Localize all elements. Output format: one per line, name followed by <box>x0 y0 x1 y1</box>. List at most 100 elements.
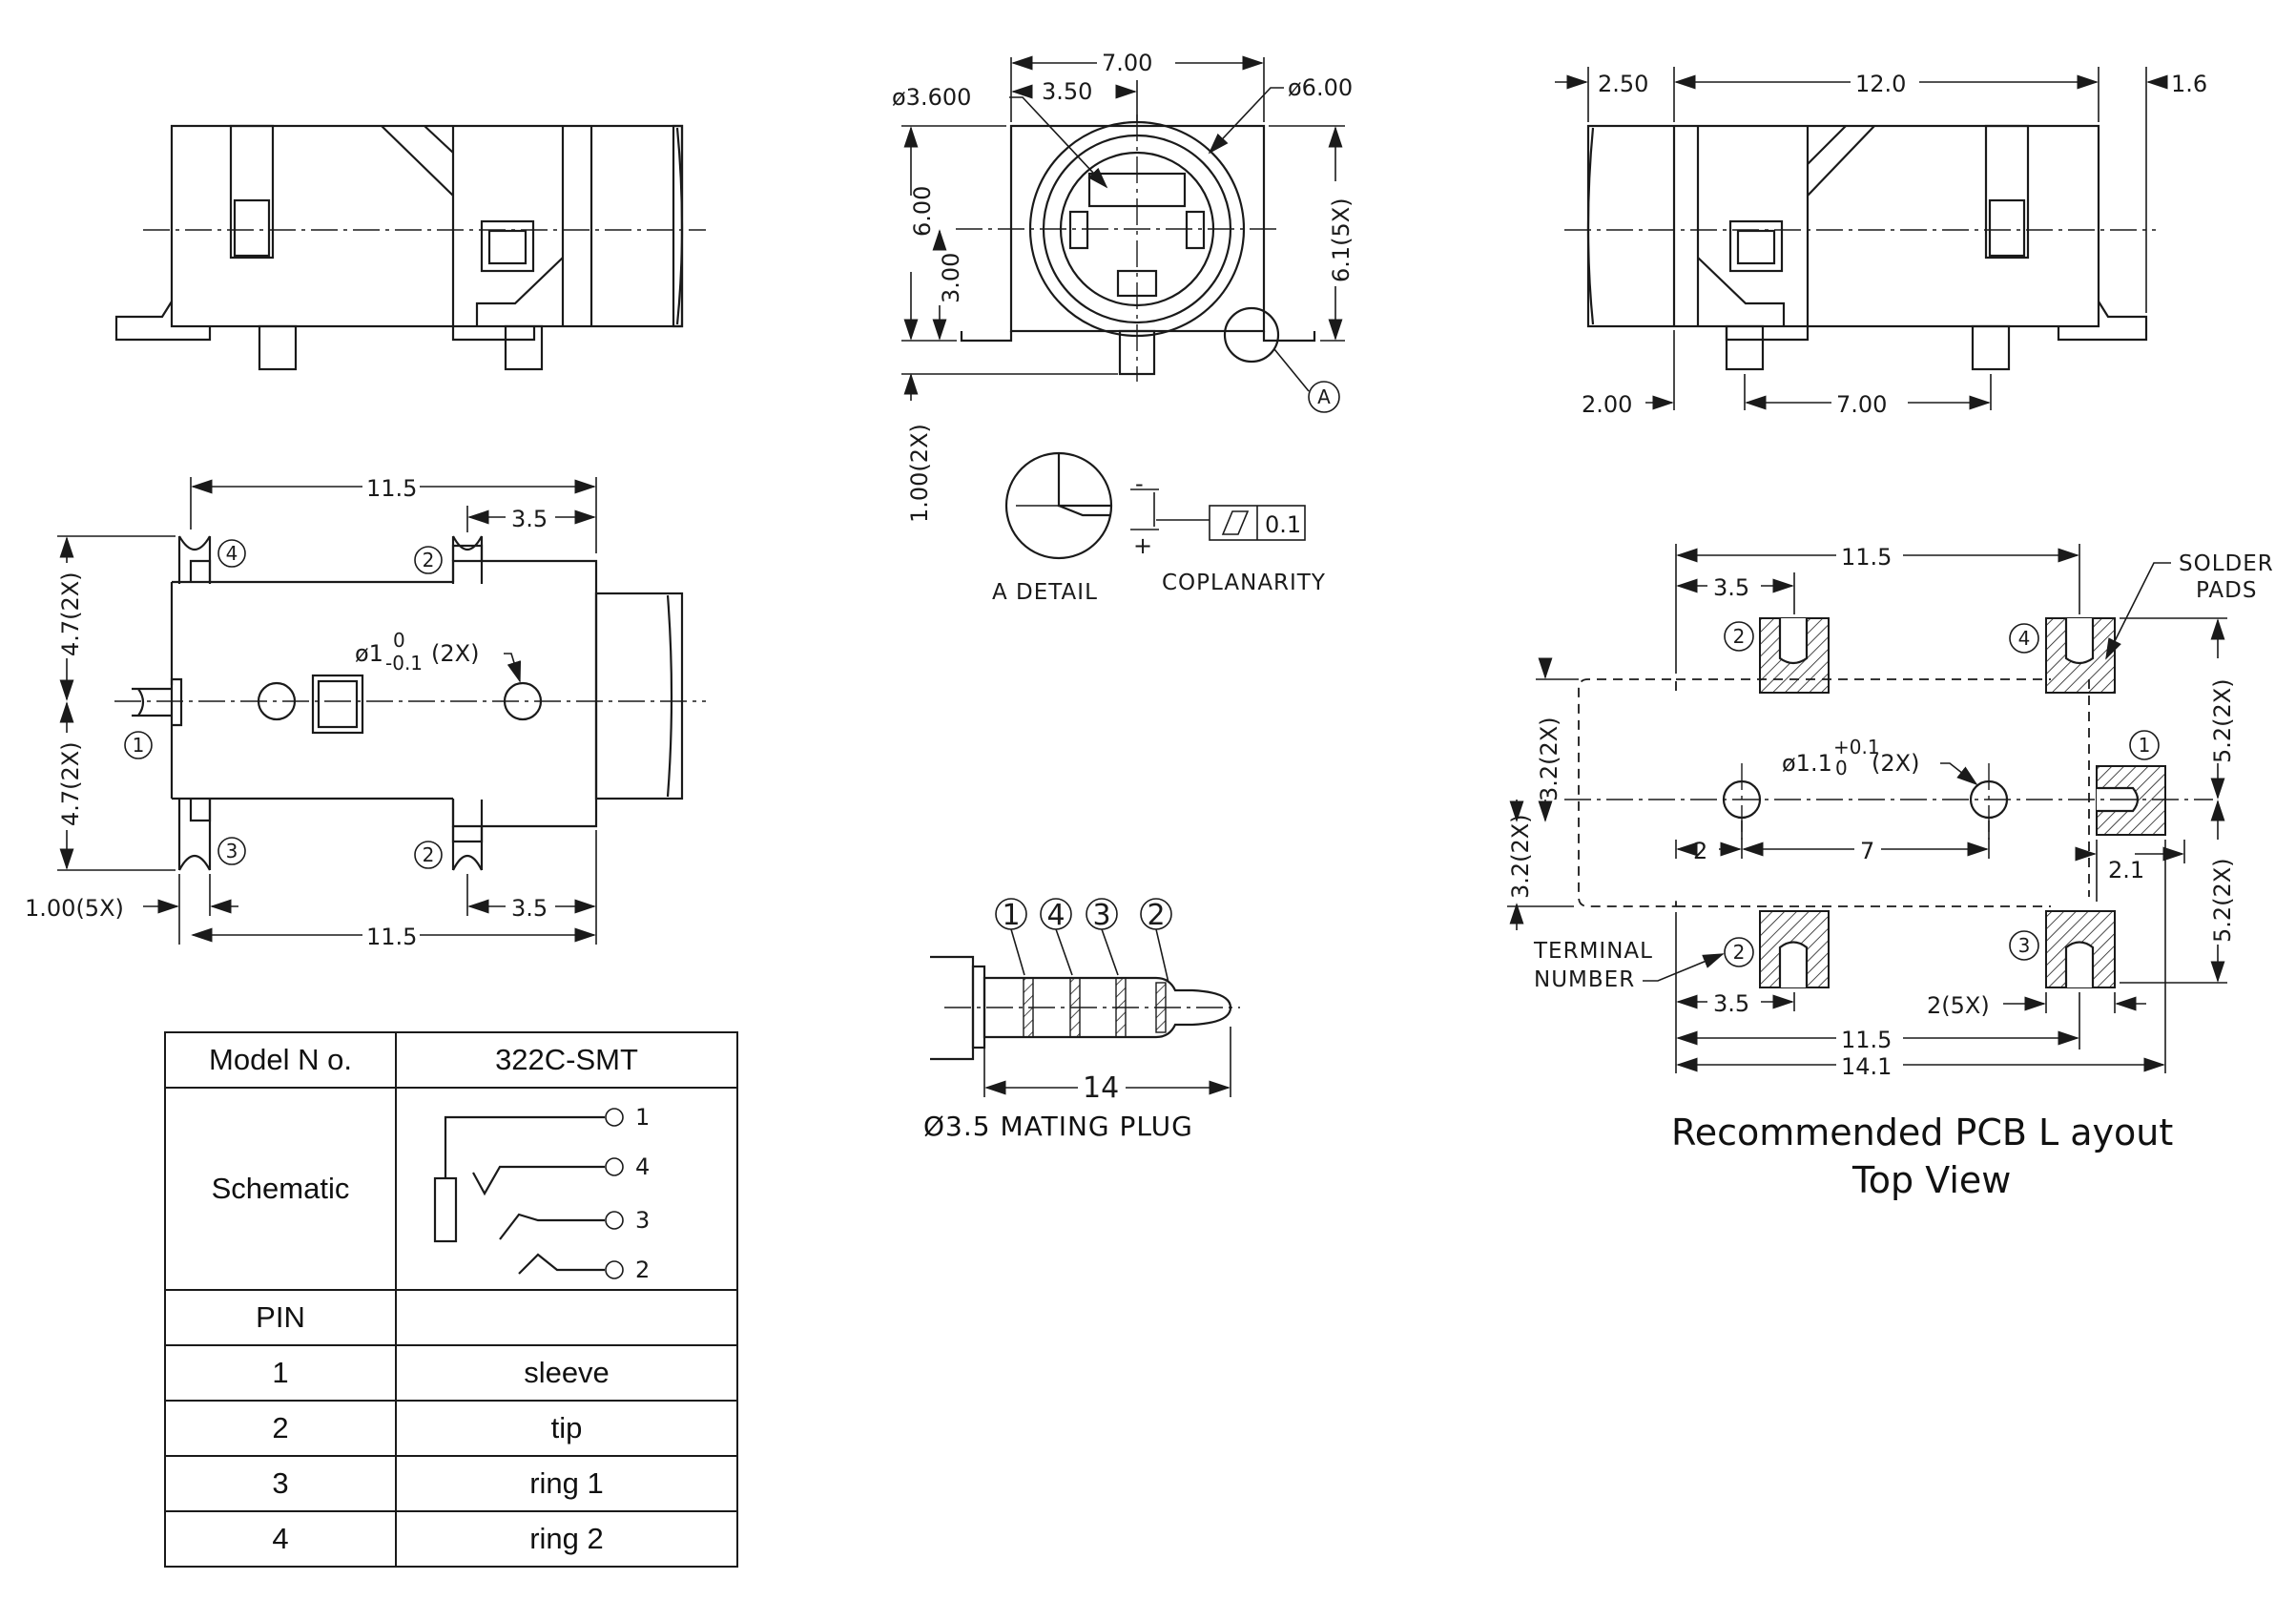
schematic-diagram: 1 4 3 2 <box>397 1089 736 1289</box>
front-view: A 7.00 3.50 ø3.600 ø6.00 6.00 3.00 1.00(… <box>892 50 1355 523</box>
pcb-dim-pad-offset: 3.5 <box>1713 574 1749 601</box>
dim-height: 6.00 <box>909 186 936 237</box>
pcb-hole-count: (2X) <box>1872 750 1919 777</box>
dim-length-r: 12.0 <box>1855 71 1906 97</box>
pcb-solder-label-1: SOLDER <box>2179 551 2274 576</box>
bv-pin-3: 3 <box>226 840 238 862</box>
plug-pin-1: 1 <box>1002 899 1020 932</box>
pcb-subcaption: Top View <box>1851 1159 2011 1201</box>
dim-front: 2.50 <box>1598 71 1648 97</box>
pcb-pad-3: 3 <box>2018 934 2031 957</box>
schematic-cell: 1 4 3 2 <box>395 1087 738 1291</box>
dim-width: 7.00 <box>1102 50 1152 76</box>
pin-number: 2 <box>164 1400 397 1457</box>
bv-dim-half-bottom: 4.7(2X) <box>57 741 84 826</box>
bv-pin-2-top: 2 <box>423 549 435 571</box>
schem-pin-3: 3 <box>635 1207 650 1234</box>
pcb-solder-label-2: PADS <box>2196 578 2257 603</box>
table-row: 1 sleeve <box>164 1344 738 1402</box>
bv-dim-half-top: 4.7(2X) <box>57 571 84 656</box>
pcb-hole-tol-upper: +0.1 <box>1833 736 1880 758</box>
side-view-left <box>114 124 706 371</box>
detail-a: A DETAIL - + 0.1 COPLANARITY <box>992 451 1326 605</box>
pcb-hole-note: ø1.1 <box>1782 750 1832 777</box>
pin-number: 3 <box>164 1455 397 1512</box>
bv-hole-tol-lower: -0.1 <box>385 652 423 675</box>
bv-dim-pin-top: 3.5 <box>511 506 548 532</box>
bv-pin-1: 1 <box>133 734 145 757</box>
plug-dim-length: 14 <box>1083 1071 1119 1105</box>
schem-pin-4: 4 <box>635 1153 650 1180</box>
pin-name: ring 1 <box>395 1455 738 1512</box>
detail-ref-label: A <box>1317 385 1331 408</box>
pcb-pad-4: 4 <box>2018 627 2031 650</box>
pcb-dim-hole-pitch: 7 <box>1860 838 1874 864</box>
dim-pin-pitch: 7.00 <box>1836 391 1887 418</box>
pcb-layout: 2 4 1 2 3 11.5 3.5 SOLDER PADS ø1.1 +0.1… <box>1507 544 2274 1201</box>
bv-dim-length-bottom: 11.5 <box>366 924 417 950</box>
bottom-view: 4 2 1 3 2 11.5 3.5 4.7(2X) 4.7(2X) ø1 0 … <box>25 475 706 950</box>
model-label: Model N o. <box>164 1031 397 1089</box>
pcb-pad-1: 1 <box>2139 734 2151 757</box>
bv-hole-count: (2X) <box>431 640 479 667</box>
pin-name: tip <box>395 1400 738 1457</box>
pcb-hole-tol-lower: 0 <box>1835 757 1848 779</box>
pin-number: 4 <box>164 1510 397 1568</box>
bv-pin-2-bottom: 2 <box>423 843 435 866</box>
pcb-dim-length-bottom: 11.5 <box>1841 1027 1892 1053</box>
bv-hole-tol-upper: 0 <box>393 629 405 652</box>
pcb-pad-2-top: 2 <box>1733 625 1746 648</box>
table-row: 2 tip <box>164 1400 738 1457</box>
dim-pins: 6.1(5X) <box>1328 197 1355 282</box>
dim-tab: 1.6 <box>2171 71 2207 97</box>
dim-outer-dia: ø6.00 <box>1288 74 1353 101</box>
pcb-terminal-label-2: NUMBER <box>1534 967 1635 992</box>
plug-caption: Ø3.5 MATING PLUG <box>923 1111 1193 1142</box>
coplanarity-label: COPLANARITY <box>1162 571 1326 595</box>
plug-pin-2: 2 <box>1147 899 1165 932</box>
pcb-caption: Recommended PCB L ayout <box>1671 1112 2173 1153</box>
bv-dim-length-top: 11.5 <box>366 475 417 502</box>
plug-pin-3: 3 <box>1092 899 1110 932</box>
pcb-dim-total: 14.1 <box>1841 1053 1892 1080</box>
table-row: PIN <box>164 1289 738 1346</box>
pcb-dim-half-right-top: 5.2(2X) <box>2209 678 2236 763</box>
bv-pin-4: 4 <box>226 542 238 565</box>
model-table: Model N o. 322C-SMT Schematic 1 4 3 <box>164 1031 738 1568</box>
schematic-label: Schematic <box>164 1087 397 1291</box>
coplanarity-tolerance: 0.1 <box>1265 511 1301 538</box>
dim-pin-offset: 2.00 <box>1582 391 1632 418</box>
table-row: Schematic 1 4 3 2 <box>164 1087 738 1291</box>
dim-offset: 1.00(2X) <box>906 424 933 523</box>
dim-center: 3.00 <box>938 253 964 303</box>
detail-minus: - <box>1135 470 1144 497</box>
bv-dim-pin-width: 1.00(5X) <box>25 895 124 922</box>
bv-dim-pin-bottom: 3.5 <box>511 895 548 922</box>
pin-name: ring 2 <box>395 1510 738 1568</box>
table-row: 3 ring 1 <box>164 1455 738 1512</box>
detail-label: A DETAIL <box>992 580 1098 605</box>
dim-inner-dia: ø3.600 <box>892 84 971 111</box>
schem-pin-1: 1 <box>635 1104 650 1131</box>
pcb-dim-hole-left: 2 <box>1693 838 1707 864</box>
pcb-dim-length: 11.5 <box>1841 544 1892 571</box>
pcb-terminal-label-1: TERMINAL <box>1533 939 1653 964</box>
pin-name: sleeve <box>395 1344 738 1402</box>
pcb-dim-pad-bottom: 3.5 <box>1713 990 1749 1017</box>
bv-hole-note: ø1 <box>355 640 383 667</box>
plug-pin-4: 4 <box>1046 899 1065 932</box>
schem-pin-2: 2 <box>635 1257 650 1283</box>
pcb-dim-half-left-b: 3.2(2X) <box>1507 814 1534 899</box>
pin-number: 1 <box>164 1344 397 1402</box>
pcb-dim-half-right-bottom: 5.2(2X) <box>2209 858 2236 943</box>
pin-header: PIN <box>164 1289 397 1346</box>
mating-plug: 1 4 3 2 14 Ø3.5 MATING PLUG <box>923 898 1240 1142</box>
detail-plus: + <box>1133 532 1152 559</box>
pcb-dim-half-left-a: 3.2(2X) <box>1536 717 1562 801</box>
pcb-dim-pad-width: 2(5X) <box>1927 992 1990 1019</box>
model-value: 322C-SMT <box>395 1031 738 1089</box>
pin-header-value <box>395 1289 738 1346</box>
side-view-right: 2.50 12.0 1.6 2.00 7.00 <box>1555 67 2207 418</box>
table-row: 4 ring 2 <box>164 1510 738 1568</box>
